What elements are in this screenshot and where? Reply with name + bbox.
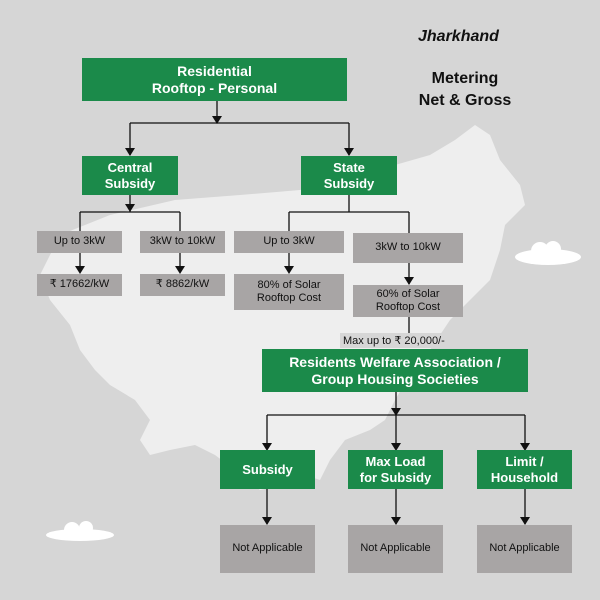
arrowhead: [284, 266, 294, 274]
central-subsidy-label: Central Subsidy: [104, 159, 156, 191]
state-value-box-2: 60% of Solar Rooftop Cost: [353, 285, 463, 317]
state-name-title: Jharkhand: [418, 28, 499, 45]
central-value-2-label: ₹ 8862/kW: [155, 278, 210, 291]
residential-rooftop-label: Residential Rooftop - Personal: [151, 62, 278, 96]
state-value-box-1: 80% of Solar Rooftop Cost: [234, 274, 344, 310]
rwa-ghs-label: Residents Welfare Association / Group Ho…: [289, 353, 501, 387]
rwa-subsidy-label: Subsidy: [242, 461, 293, 477]
arrowhead: [262, 443, 272, 451]
rwa-ghs-box: Residents Welfare Association / Group Ho…: [262, 349, 528, 392]
cloud-left: [46, 521, 114, 541]
arrowhead: [391, 443, 401, 451]
state-subsidy-label: State Subsidy: [323, 159, 375, 191]
central-value-1-label: ₹ 17662/kW: [49, 278, 110, 291]
state-slab-up-to-3kw: Up to 3kW: [234, 231, 344, 253]
rwa-limit-value-box: Not Applicable: [477, 525, 572, 573]
central-slab-1-label: Up to 3kW: [53, 235, 106, 248]
central-slab-3-to-10kw: 3kW to 10kW: [140, 231, 225, 253]
rwa-max-load-value: Not Applicable: [360, 542, 431, 555]
central-value-box-2: ₹ 8862/kW: [140, 274, 225, 296]
arrowhead: [75, 266, 85, 274]
arrowheads: [75, 116, 530, 525]
arrowhead: [391, 408, 401, 416]
arrowhead: [344, 148, 354, 156]
rwa-subsidy-value: Not Applicable: [232, 542, 303, 555]
rwa-max-load-value-box: Not Applicable: [348, 525, 443, 573]
arrowhead: [520, 443, 530, 451]
rwa-limit-box: Limit / Household: [477, 450, 572, 489]
arrowhead: [404, 277, 414, 285]
residential-rooftop-box: Residential Rooftop - Personal: [82, 58, 347, 101]
central-slab-2-label: 3kW to 10kW: [149, 235, 216, 248]
state-slab-3-to-10kw: 3kW to 10kW: [353, 233, 463, 263]
arrowhead: [520, 517, 530, 525]
arrowhead: [262, 517, 272, 525]
central-slab-up-to-3kw: Up to 3kW: [37, 231, 122, 253]
state-slab-2-label: 3kW to 10kW: [375, 241, 441, 254]
state-subsidy-box: State Subsidy: [301, 156, 397, 195]
arrowhead: [175, 266, 185, 274]
rwa-max-load-label: Max Load for Subsidy: [359, 453, 432, 485]
cloud-right: [515, 241, 581, 265]
arrowhead: [125, 148, 135, 156]
arrowhead: [391, 517, 401, 525]
rwa-limit-value: Not Applicable: [489, 542, 560, 555]
metering-type-title: Metering Net & Gross: [418, 70, 512, 109]
rwa-subsidy-value-box: Not Applicable: [220, 525, 315, 573]
rwa-max-load-box: Max Load for Subsidy: [348, 450, 443, 489]
central-value-box-1: ₹ 17662/kW: [37, 274, 122, 296]
rwa-subsidy-box: Subsidy: [220, 450, 315, 489]
state-subsidy-cap-note: Max up to ₹ 20,000/-: [340, 333, 448, 348]
rwa-limit-label: Limit / Household: [490, 453, 559, 485]
arrowhead: [212, 116, 222, 124]
state-value-2-label: 60% of Solar Rooftop Cost: [375, 287, 441, 313]
central-subsidy-box: Central Subsidy: [82, 156, 178, 195]
arrowhead: [125, 204, 135, 212]
state-value-1-label: 80% of Solar Rooftop Cost: [256, 278, 322, 304]
state-slab-1-label: Up to 3kW: [263, 235, 315, 248]
